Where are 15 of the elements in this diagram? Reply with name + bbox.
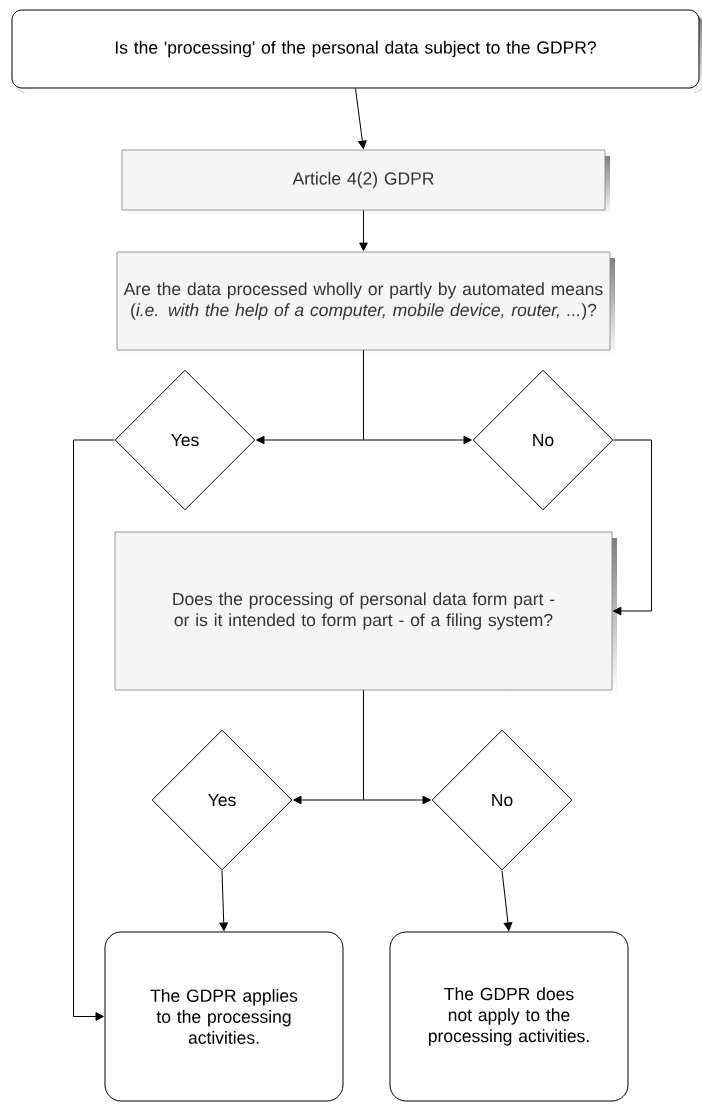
arrow — [359, 209, 368, 251]
arrow — [613, 439, 652, 616]
arrow — [73, 439, 115, 1021]
result-box: The GDPR applies to the processing activities. — [104, 931, 344, 1102]
node-label: Is the 'processing' of the personal data subject to the GDPR? — [115, 40, 596, 58]
question-box: Is the 'processing' of the personal data subject to the GDPR? — [11, 9, 702, 93]
arrow — [355, 88, 367, 149]
arrow — [219, 870, 229, 931]
process-box: Article 4(2) GDPR — [121, 149, 610, 216]
process-box: Does the processing of personal data form part - or is it intended to form part - of a filing system? — [114, 531, 617, 696]
result-box: The GDPR does not apply to the processing activities. — [389, 931, 629, 1102]
process-box: Are the data processed wholly or partly by automated means (i.e. with the help of a computer, mobile device, router, ...)? — [116, 251, 615, 356]
arrow — [363, 689, 431, 805]
arrow — [501, 870, 513, 931]
arrow — [363, 349, 472, 445]
